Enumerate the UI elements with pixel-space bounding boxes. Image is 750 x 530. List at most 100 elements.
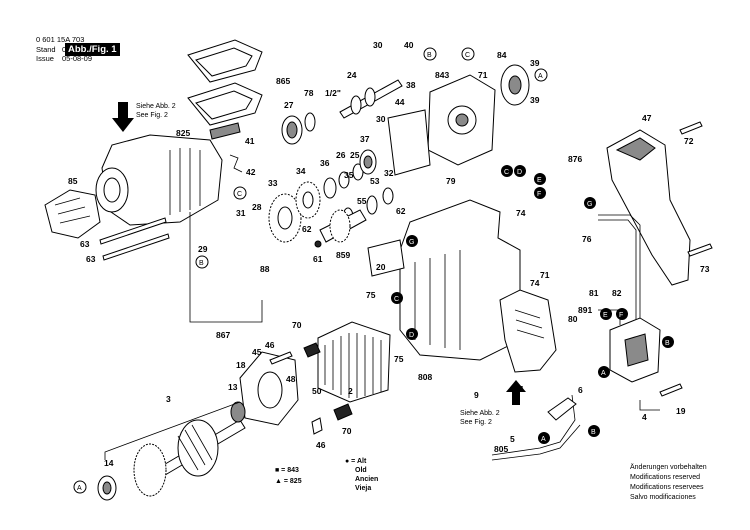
pn-84: 84 bbox=[497, 50, 507, 60]
pn-805: 805 bbox=[494, 444, 508, 454]
pn-24: 24 bbox=[347, 70, 357, 80]
svg-text:A: A bbox=[538, 73, 543, 80]
pn-33: 33 bbox=[268, 178, 278, 188]
pn-25: 25 bbox=[350, 150, 360, 160]
callout-e-1: E bbox=[534, 173, 546, 185]
disc-84 bbox=[500, 64, 530, 106]
pn-39a: 39 bbox=[530, 58, 540, 68]
callout-b-1: B bbox=[423, 47, 437, 61]
disclaimer-es: Salvo modificaciones bbox=[630, 494, 696, 501]
motor-housing-79 bbox=[399, 199, 521, 361]
pn-46a: 46 bbox=[265, 340, 275, 350]
legend-vieja: Vieja bbox=[355, 485, 372, 492]
figure-label: Abb./Fig. 1 bbox=[65, 43, 120, 56]
pn-82: 82 bbox=[612, 288, 622, 298]
screw-73 bbox=[687, 243, 713, 257]
pn-12: 1/2" bbox=[325, 88, 341, 98]
legend-old: Old bbox=[355, 467, 367, 474]
shaft-859 bbox=[319, 209, 367, 243]
pn-74b: 74 bbox=[530, 278, 540, 288]
screw-63a bbox=[99, 217, 167, 245]
pn-14: 14 bbox=[104, 458, 114, 468]
svg-text:A: A bbox=[541, 436, 546, 443]
pn-825: 825 bbox=[176, 128, 190, 138]
pn-73: 73 bbox=[700, 264, 710, 274]
screw-46b bbox=[311, 417, 323, 435]
issue-label: Issue bbox=[36, 54, 54, 63]
screw-72 bbox=[679, 121, 703, 135]
gear-34 bbox=[295, 181, 321, 219]
stand-label: Stand bbox=[36, 45, 56, 54]
callout-b-3: B bbox=[662, 336, 674, 348]
pn-30a: 30 bbox=[373, 40, 383, 50]
svg-text:E: E bbox=[537, 177, 542, 184]
callout-d-2: D bbox=[406, 328, 418, 340]
pn-37: 37 bbox=[360, 134, 370, 144]
callout-a-3: A bbox=[538, 432, 550, 444]
callout-e-2: E bbox=[600, 308, 612, 320]
pn-31: 31 bbox=[236, 208, 246, 218]
pn-78: 78 bbox=[304, 88, 314, 98]
clip-42 bbox=[229, 154, 243, 173]
sleeve-6 bbox=[547, 397, 577, 421]
svg-text:C: C bbox=[237, 191, 242, 198]
svg-text:D: D bbox=[409, 332, 414, 339]
pn-30b: 30 bbox=[376, 114, 386, 124]
callout-a-1: A bbox=[534, 68, 548, 82]
svg-text:E: E bbox=[603, 312, 608, 319]
cord-805 bbox=[491, 424, 581, 461]
pn-50: 50 bbox=[312, 386, 322, 396]
plate-44 bbox=[387, 109, 431, 176]
pn-81: 81 bbox=[589, 288, 599, 298]
pn-53: 53 bbox=[370, 176, 380, 186]
pn-41: 41 bbox=[245, 136, 255, 146]
flange-843 bbox=[427, 74, 496, 166]
cable-g bbox=[598, 214, 641, 330]
disclaimer-de: Änderungen vorbehalten bbox=[630, 464, 707, 471]
callout-g-1: G bbox=[584, 197, 596, 209]
svg-text:D: D bbox=[517, 169, 522, 176]
pn-18: 18 bbox=[236, 360, 246, 370]
rear-handle-47 bbox=[606, 129, 691, 286]
callout-b-4: B bbox=[588, 425, 600, 437]
pn-45: 45 bbox=[252, 347, 262, 357]
pn-38: 38 bbox=[406, 80, 416, 90]
field-coil-2 bbox=[317, 321, 391, 403]
pn-6: 6 bbox=[578, 385, 583, 395]
pn-75b: 75 bbox=[394, 354, 404, 364]
plate-20 bbox=[367, 239, 405, 277]
cord-5 bbox=[491, 394, 576, 456]
pn-63b: 63 bbox=[86, 254, 96, 264]
pn-79: 79 bbox=[446, 176, 456, 186]
doc-number: 0 601 15A 703 bbox=[36, 35, 85, 44]
pn-865: 865 bbox=[276, 76, 290, 86]
cable-g2 bbox=[598, 219, 637, 330]
callout-c-3: C bbox=[501, 165, 513, 177]
chuck-85 bbox=[44, 189, 101, 239]
svg-text:F: F bbox=[619, 312, 623, 319]
svg-text:B: B bbox=[427, 52, 432, 59]
pn-891: 891 bbox=[578, 305, 592, 315]
ring-78 bbox=[304, 112, 316, 132]
switch-4 bbox=[609, 317, 661, 383]
part-labels: 30 40 24 865 27 78 1/2" 38 30 44 843 71 … bbox=[68, 40, 710, 468]
pn-5: 5 bbox=[510, 434, 515, 444]
pn-70a: 70 bbox=[292, 320, 302, 330]
bracket-867 bbox=[189, 212, 263, 323]
callout-g-2: G bbox=[406, 235, 418, 247]
callout-a-2: A bbox=[598, 366, 610, 378]
pn-843: 843 bbox=[435, 70, 449, 80]
pn-26: 26 bbox=[336, 150, 346, 160]
pn-19: 19 bbox=[676, 406, 686, 416]
callouts: B C A C B C D E F G G C D E F B A A B A bbox=[73, 47, 674, 494]
ring-53 bbox=[366, 195, 378, 215]
pn-88: 88 bbox=[260, 264, 270, 274]
pn-48: 48 bbox=[286, 374, 296, 384]
callout-d-1: D bbox=[514, 165, 526, 177]
pn-80: 80 bbox=[568, 314, 578, 324]
washers-36-35 bbox=[323, 163, 364, 199]
legend-square: ■ = 843 bbox=[275, 467, 299, 474]
see-fig-top-arrow bbox=[112, 102, 134, 132]
svg-text:A: A bbox=[77, 485, 82, 492]
callout-c-2: C bbox=[233, 186, 247, 200]
